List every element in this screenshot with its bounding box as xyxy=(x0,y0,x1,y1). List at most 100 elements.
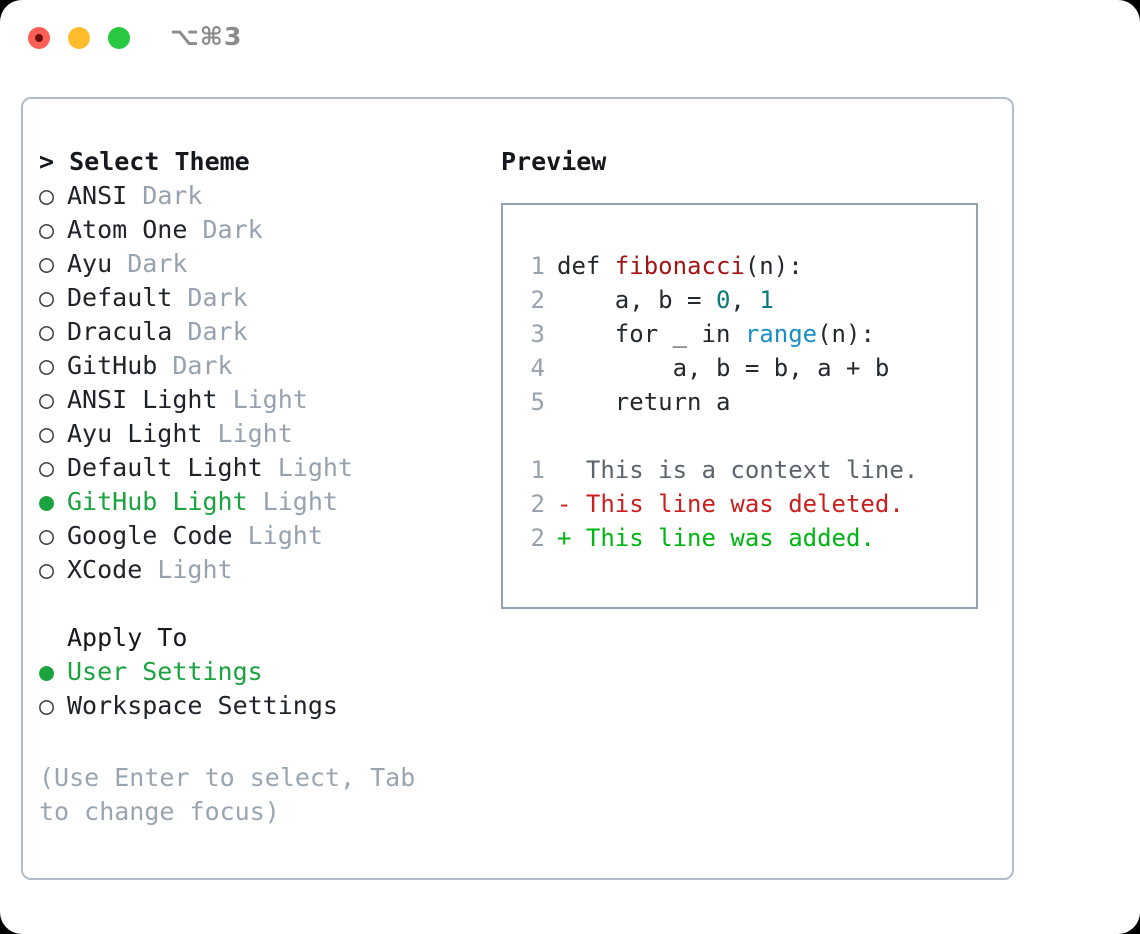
code-line-text: for _ in range(n): xyxy=(557,317,875,351)
diff-line-del: 2- This line was deleted. xyxy=(515,487,970,521)
code-token-num: 0 xyxy=(715,286,731,314)
code-token-fn: fibonacci xyxy=(614,252,745,280)
diff-line-number: 1 xyxy=(530,456,545,484)
title-bar: ⌥⌘3 xyxy=(0,0,1140,76)
theme-option-category: Dark xyxy=(202,215,263,244)
diff-line-add: 2 + This line was added. xyxy=(515,521,970,555)
code-token-plain: def xyxy=(557,252,615,280)
diff-sample: 1 This is a context line.2- This line wa… xyxy=(515,453,970,555)
radio-unselected-icon: ○ xyxy=(39,419,55,448)
code-token-plain: for _ in xyxy=(557,320,745,348)
theme-option-ansi[interactable]: ○ANSI Dark xyxy=(39,179,469,213)
theme-option-dracula[interactable]: ○Dracula Dark xyxy=(39,315,469,349)
apply-to-option-list[interactable]: ● User Settings ○ Workspace Settings xyxy=(39,655,469,723)
code-token-plain: , xyxy=(730,286,760,314)
code-line: 2 a, b = 0, 1 xyxy=(515,283,970,317)
theme-option-category: Light xyxy=(232,385,308,414)
theme-option-label: GitHub Light xyxy=(67,487,263,516)
theme-option-label: Atom One xyxy=(67,215,203,244)
theme-option-category: Light xyxy=(217,419,293,448)
theme-option-category: Dark xyxy=(127,249,188,278)
theme-option-label: ANSI xyxy=(67,181,143,210)
apply-to-option-workspace-settings[interactable]: ○ Workspace Settings xyxy=(39,689,469,723)
theme-option-xcode[interactable]: ○ XCode Light xyxy=(39,553,469,587)
code-line-number: 5 xyxy=(530,388,545,416)
theme-option-default[interactable]: ○ Default Dark xyxy=(39,281,469,315)
theme-option-ayu-light[interactable]: ○ Ayu Light Light xyxy=(39,417,469,451)
diff-line-text: This is a context line. xyxy=(557,456,919,484)
diff-line-number: 2 xyxy=(530,524,545,552)
radio-unselected-icon: ○ xyxy=(39,215,55,244)
code-token-plain: (n): xyxy=(817,320,875,348)
minimize-button[interactable] xyxy=(68,27,90,49)
theme-option-category: Dark xyxy=(172,351,233,380)
theme-option-label: Ayu Light xyxy=(67,419,218,448)
code-line: 5 return a xyxy=(515,385,970,419)
select-theme-heading: > Select Theme xyxy=(39,147,250,176)
apply-to-option-label: Workspace Settings xyxy=(67,691,338,720)
code-token-builtin: range xyxy=(744,320,818,348)
theme-option-category: Light xyxy=(277,453,353,482)
radio-unselected-icon: ○ xyxy=(39,351,55,380)
close-button[interactable] xyxy=(28,27,50,49)
diff-line-text: - This line was deleted. xyxy=(557,490,904,518)
theme-option-category: Dark xyxy=(187,283,248,312)
theme-option-label: Dracula xyxy=(67,317,188,346)
theme-option-category: Light xyxy=(262,487,338,516)
theme-option-google-code[interactable]: ○Google Code Light xyxy=(39,519,469,553)
code-line-text: return a xyxy=(557,385,731,419)
radio-unselected-icon: ○ xyxy=(39,691,55,720)
theme-option-label: Ayu xyxy=(67,249,128,278)
radio-unselected-icon: ○ xyxy=(39,181,55,210)
radio-unselected-icon: ○ xyxy=(39,555,55,584)
theme-option-ayu[interactable]: ○ Ayu Dark xyxy=(39,247,469,281)
radio-unselected-icon: ○ xyxy=(39,385,55,414)
code-token-plain: (n): xyxy=(744,252,803,280)
code-line-number: 2 xyxy=(530,286,545,314)
code-line-number: 3 xyxy=(530,320,545,348)
theme-option-github-light[interactable]: ● GitHub Light Light xyxy=(39,485,469,519)
theme-option-label: ANSI Light xyxy=(67,385,233,414)
code-line-text: a, b = 0, 1 xyxy=(557,283,774,317)
code-diff-spacer xyxy=(515,419,970,453)
code-token-plain: a, b = b, a + b xyxy=(557,354,890,382)
diff-line-ctx: 1 This is a context line. xyxy=(515,453,970,487)
theme-option-list[interactable]: ○ANSI Dark○Atom One Dark○Ayu Dark○Defaul… xyxy=(39,179,469,587)
theme-option-atom-one[interactable]: ○ Atom One Dark xyxy=(39,213,469,247)
code-line: 4 a, b = b, a + b xyxy=(515,351,970,385)
radio-unselected-icon: ○ xyxy=(39,283,55,312)
code-line: 3 for _ in range(n): xyxy=(515,317,970,351)
code-token-plain: a, b = xyxy=(557,286,716,314)
theme-option-ansi-light[interactable]: ○ ANSI Light Light xyxy=(39,383,469,417)
code-line: 1 def fibonacci(n): xyxy=(515,249,970,283)
window-controls xyxy=(28,27,130,49)
code-token-plain: return a xyxy=(557,388,731,416)
apply-to-option-user-settings[interactable]: ● User Settings xyxy=(39,655,469,689)
code-line-text: a, b = b, a + b xyxy=(557,351,890,385)
theme-selector-column: > Select Theme ○ANSI Dark○Atom One Dark○… xyxy=(39,145,469,723)
theme-option-label: XCode xyxy=(67,555,158,584)
code-line-number: 1 xyxy=(530,252,545,280)
code-line-number: 4 xyxy=(530,354,545,382)
keyboard-hint-text: (Use Enter to select, Tab to change focu… xyxy=(39,763,416,826)
preview-heading: Preview xyxy=(501,147,607,176)
radio-selected-icon: ● xyxy=(39,657,55,686)
code-line-text: def fibonacci(n): xyxy=(557,249,803,283)
theme-option-label: GitHub xyxy=(67,351,173,380)
radio-unselected-icon: ○ xyxy=(39,249,55,278)
main-panel: > Select Theme ○ANSI Dark○Atom One Dark○… xyxy=(21,97,1014,880)
section-spacer xyxy=(39,587,469,621)
theme-option-github[interactable]: ○ GitHub Dark xyxy=(39,349,469,383)
apply-to-option-label: User Settings xyxy=(67,657,263,686)
radio-selected-icon: ● xyxy=(39,487,55,516)
theme-option-label: Default xyxy=(67,283,188,312)
radio-unselected-icon: ○ xyxy=(39,453,55,482)
diff-line-text: + This line was added. xyxy=(557,524,875,552)
maximize-button[interactable] xyxy=(108,27,130,49)
theme-option-default-light[interactable]: ○Default Light Light xyxy=(39,451,469,485)
radio-unselected-icon: ○ xyxy=(39,521,55,550)
radio-unselected-icon: ○ xyxy=(39,317,55,346)
theme-option-category: Light xyxy=(157,555,233,584)
